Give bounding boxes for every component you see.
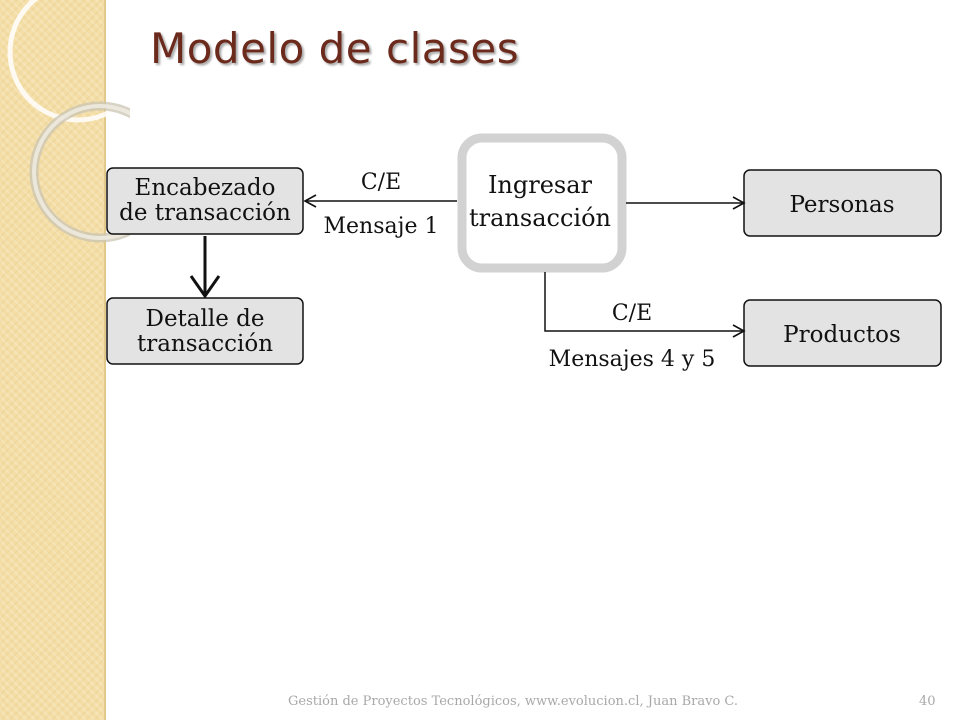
node-detalle-line1: Detalle de xyxy=(146,306,265,332)
node-ingresar-line1: Ingresar xyxy=(488,171,593,199)
node-encabezado-transaccion: Encabezado de transacción xyxy=(106,167,304,235)
footer-credit: Gestión de Proyectos Tecnológicos, www.e… xyxy=(288,694,739,709)
node-encabezado-line2: de transacción xyxy=(119,200,291,226)
node-detalle-line2: transacción xyxy=(137,331,273,357)
node-personas-label: Personas xyxy=(789,192,894,218)
node-ingresar-transaccion: Ingresar transacción xyxy=(457,133,627,273)
node-personas: Personas xyxy=(743,169,942,237)
edge-encabezado-to-detalle-arrowhead xyxy=(189,275,221,299)
decorative-circles xyxy=(7,0,130,243)
node-ingresar-line2: transacción xyxy=(469,204,611,232)
edge-label-mensajes-4-y-5: Mensajes 4 y 5 xyxy=(549,347,716,372)
node-encabezado-line1: Encabezado xyxy=(135,175,276,201)
page-number: 40 xyxy=(919,694,936,709)
node-productos-label: Productos xyxy=(783,322,901,348)
node-productos: Productos xyxy=(743,299,942,367)
slide-title: Modelo de clases xyxy=(150,24,520,73)
edge-ingresar-to-productos xyxy=(544,272,746,338)
edge-label-mensaje-1: Mensaje 1 xyxy=(324,214,439,239)
node-detalle-transaccion: Detalle de transacción xyxy=(106,297,304,365)
edge-label-ce-top: C/E xyxy=(361,170,401,195)
edge-label-ce-bottom: C/E xyxy=(612,301,652,326)
